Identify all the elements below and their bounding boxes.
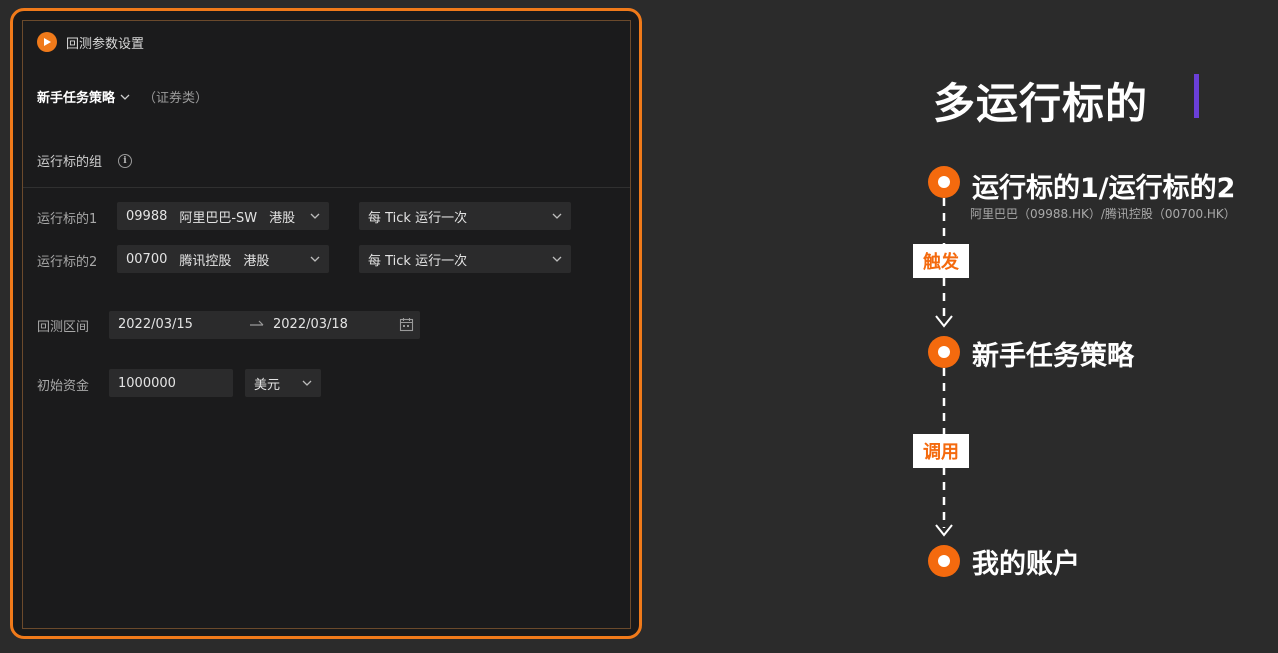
backtest-settings-panel: 回测参数设置 新手任务策略 （证券类） 运行标的组 i 运行标的1 09988 … bbox=[22, 20, 631, 629]
title-accent-bar bbox=[1194, 74, 1199, 118]
end-date[interactable]: 2022/03/18 bbox=[273, 317, 348, 332]
chevron-down-icon bbox=[310, 213, 320, 219]
start-date[interactable]: 2022/03/15 bbox=[118, 317, 193, 332]
flow-node-3-label: 我的账户 bbox=[972, 549, 1080, 580]
trigger-tag: 触发 bbox=[913, 244, 969, 278]
chevron-down-icon bbox=[310, 256, 320, 262]
divider bbox=[23, 187, 630, 188]
flow-node-3-icon bbox=[928, 545, 960, 577]
target-2-market: 港股 bbox=[243, 253, 270, 269]
target-2-code: 00700 bbox=[126, 251, 168, 267]
target-1-market: 港股 bbox=[269, 210, 296, 226]
flow-node-2-label: 新手任务策略 bbox=[972, 341, 1134, 372]
panel-header: 回测参数设置 bbox=[23, 21, 630, 63]
flow-node-2-icon bbox=[928, 336, 960, 368]
chevron-down-icon bbox=[552, 213, 562, 219]
arrow-right-icon bbox=[250, 320, 264, 326]
currency-value: 美元 bbox=[254, 377, 281, 393]
flow-node-1-sub: 阿里巴巴（09988.HK）/腾讯控股（00700.HK） bbox=[970, 207, 1236, 221]
target-1-label: 运行标的1 bbox=[37, 212, 98, 227]
currency-select[interactable]: 美元 bbox=[245, 369, 321, 397]
flow-title: 多运行标的 bbox=[933, 79, 1149, 128]
target-1-frequency-select[interactable]: 每 Tick 运行一次 bbox=[359, 202, 571, 230]
target-2-name: 腾讯控股 bbox=[179, 253, 232, 269]
chevron-down-icon bbox=[120, 94, 130, 100]
strategy-type: （证券类） bbox=[143, 91, 209, 106]
target-2-frequency: 每 Tick 运行一次 bbox=[368, 253, 468, 269]
target-1-frequency: 每 Tick 运行一次 bbox=[368, 210, 468, 226]
section-title-text: 运行标的组 bbox=[37, 155, 103, 170]
flow-node-1-icon bbox=[928, 166, 960, 198]
capital-amount: 1000000 bbox=[118, 375, 176, 391]
target-1-select[interactable]: 09988 阿里巴巴-SW 港股 bbox=[117, 202, 329, 230]
target-1-code: 09988 bbox=[126, 208, 168, 224]
capital-input[interactable]: 1000000 bbox=[109, 369, 233, 397]
strategy-name: 新手任务策略 bbox=[37, 91, 116, 106]
target-1-name: 阿里巴巴-SW bbox=[179, 210, 258, 226]
dialog-frame: 回测参数设置 新手任务策略 （证券类） 运行标的组 i 运行标的1 09988 … bbox=[10, 8, 642, 639]
date-range-label: 回测区间 bbox=[37, 320, 90, 335]
date-range-picker[interactable]: 2022/03/15 2022/03/18 bbox=[109, 311, 420, 339]
panel-title: 回测参数设置 bbox=[66, 36, 145, 52]
target-2-select[interactable]: 00700 腾讯控股 港股 bbox=[117, 245, 329, 273]
app-logo-icon bbox=[37, 32, 57, 52]
chevron-down-icon bbox=[552, 256, 562, 262]
chevron-down-icon bbox=[302, 380, 312, 386]
capital-label: 初始资金 bbox=[37, 379, 90, 394]
target-2-frequency-select[interactable]: 每 Tick 运行一次 bbox=[359, 245, 571, 273]
flow-node-1-label: 运行标的1/运行标的2 bbox=[972, 173, 1236, 204]
calendar-icon[interactable] bbox=[399, 317, 414, 332]
target-2-label: 运行标的2 bbox=[37, 255, 98, 270]
call-tag: 调用 bbox=[913, 434, 969, 468]
section-title: 运行标的组 i bbox=[37, 151, 133, 170]
strategy-selector[interactable]: 新手任务策略 （证券类） bbox=[37, 87, 208, 106]
info-icon[interactable]: i bbox=[118, 153, 133, 168]
